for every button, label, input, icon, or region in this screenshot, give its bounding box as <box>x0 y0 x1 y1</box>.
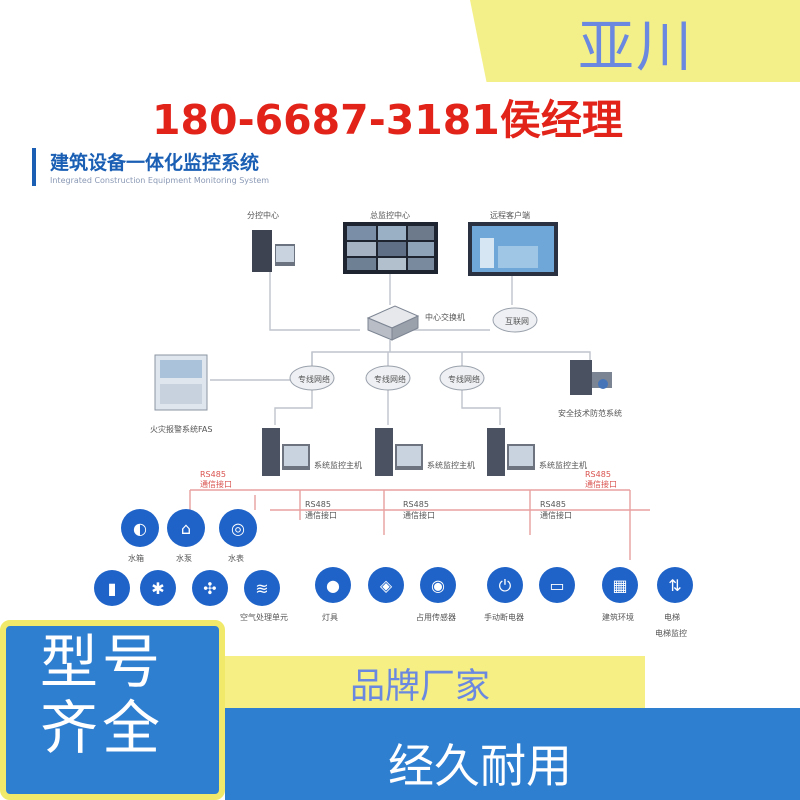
diagram-subtitle: Integrated Construction Equipment Monito… <box>50 176 270 185</box>
water-meter-icon <box>219 509 257 547</box>
rs485-sub-label: 通信接口 <box>540 511 572 520</box>
contact-phone: 180-6687-3181侯经理 <box>152 96 623 144</box>
dedicated-network-cloud-icon <box>365 365 411 391</box>
rs485-label: RS485 <box>305 500 331 509</box>
environment-monitor-icon <box>602 567 638 603</box>
remote-client-label: 远程客户端 <box>490 211 530 220</box>
monitoring-host-icon <box>487 428 535 476</box>
elevator-icon <box>657 567 693 603</box>
device-label: 水表 <box>228 554 244 563</box>
rs485-sub-label: 通信接口 <box>585 480 617 489</box>
svg-text:▭: ▭ <box>549 576 564 595</box>
monitoring-host-icon <box>375 428 423 476</box>
branch-control-label: 分控中心 <box>247 211 279 220</box>
bottom-banner-text: 经久耐用 <box>388 739 572 793</box>
device-label: 占用传感器 <box>416 613 456 622</box>
fire-alarm-cabinet-icon <box>154 354 208 411</box>
device-label: 灯具 <box>322 613 338 622</box>
rs485-sub-label: 通信接口 <box>200 480 232 489</box>
water-tank-icon <box>121 509 159 547</box>
rs485-sub-label: 通信接口 <box>305 511 337 520</box>
svg-text:▮: ▮ <box>108 579 117 598</box>
svg-text:◎: ◎ <box>231 519 245 538</box>
svg-text:⇅: ⇅ <box>668 576 681 595</box>
svg-text:●: ● <box>326 576 340 595</box>
rs485-label: RS485 <box>540 500 566 509</box>
security-system-label: 安全技术防范系统 <box>558 409 622 418</box>
diagram-title: 建筑设备一体化监控系统 <box>50 152 260 174</box>
breaker-icon <box>539 567 575 603</box>
dedicated-network-label: 专线网络 <box>374 375 406 384</box>
core-switch-icon <box>366 305 420 341</box>
fan-icon <box>192 570 228 606</box>
svg-text:⌂: ⌂ <box>181 519 191 538</box>
air-handling-unit-icon <box>244 570 280 606</box>
middle-banner <box>225 656 645 708</box>
svg-text:✱: ✱ <box>151 579 164 598</box>
brand-name: 亚川 <box>578 15 694 80</box>
snowflake-icon <box>140 570 176 606</box>
water-pump-icon <box>167 509 205 547</box>
lighting-controller-icon <box>368 567 404 603</box>
host-label: 系统监控主机 <box>427 461 475 470</box>
dedicated-network-cloud-icon <box>439 365 485 391</box>
occupancy-sensor-icon <box>420 567 456 603</box>
rs485-label: RS485 <box>585 470 611 479</box>
light-bulb-icon <box>315 567 351 603</box>
branch-control-pc-icon <box>252 230 295 272</box>
dedicated-network-label: 专线网络 <box>448 375 480 384</box>
device-label: 电梯监控 <box>655 629 687 638</box>
remote-client-monitor-icon <box>468 222 558 276</box>
device-label: 电梯 <box>664 613 680 622</box>
brand-banner <box>470 0 800 82</box>
fas-label: 火灾报警系统FAS <box>150 425 213 434</box>
security-workstation-icon <box>570 360 612 395</box>
host-label: 系统监控主机 <box>539 461 587 470</box>
left-banner-line2: 齐全 <box>40 694 165 762</box>
host-label: 系统监控主机 <box>314 461 362 470</box>
main-monitor-label: 总监控中心 <box>370 211 410 220</box>
thermometer-icon <box>94 570 130 606</box>
rs485-label: RS485 <box>403 500 429 509</box>
bottom-banner <box>225 708 800 800</box>
power-switch-icon <box>487 567 523 603</box>
rs485-sub-label: 通信接口 <box>403 511 435 520</box>
device-label: 水泵 <box>176 554 192 563</box>
internet-cloud-icon <box>492 307 538 333</box>
left-banner-box <box>0 620 225 800</box>
dedicated-network-label: 专线网络 <box>298 375 330 384</box>
left-banner-line1: 型号 <box>40 628 165 696</box>
device-label: 水箱 <box>128 554 144 563</box>
svg-text:◉: ◉ <box>431 576 445 595</box>
core-switch-label: 中心交换机 <box>425 313 465 322</box>
svg-text:⏻: ⏻ <box>499 576 512 595</box>
svg-text:≋: ≋ <box>255 579 268 598</box>
rs485-label: RS485 <box>200 470 226 479</box>
main-monitor-wall-icon <box>343 222 438 274</box>
svg-text:◈: ◈ <box>380 576 393 595</box>
device-label: 建筑环境 <box>602 613 634 622</box>
title-accent-bar <box>32 148 36 186</box>
svg-text:◐: ◐ <box>133 519 147 538</box>
monitoring-host-icon <box>262 428 310 476</box>
device-label: 空气处理单元 <box>240 613 288 622</box>
device-label: 手动断电器 <box>484 613 524 622</box>
middle-banner-text: 品牌厂家 <box>350 667 491 707</box>
internet-cloud-label: 互联网 <box>505 317 529 326</box>
dedicated-network-cloud-icon <box>289 365 335 391</box>
svg-text:✣: ✣ <box>203 579 216 598</box>
svg-text:▦: ▦ <box>612 576 627 595</box>
